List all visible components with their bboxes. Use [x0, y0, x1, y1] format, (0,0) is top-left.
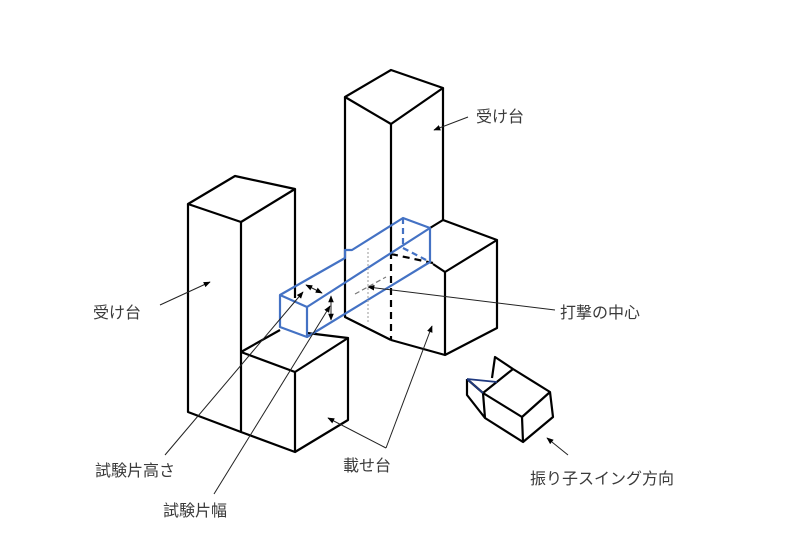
- leader-specimen-height: [164, 291, 304, 456]
- specimen: [278, 216, 432, 339]
- pendulum-hammer: [465, 355, 555, 444]
- label-support-right: 受け台: [476, 107, 524, 126]
- leader-specimen-width: [213, 305, 331, 495]
- right-support-pillar: [343, 68, 445, 341]
- label-specimen-width: 試験片幅: [163, 501, 227, 520]
- leader-mount-left: [327, 417, 387, 449]
- leader-support-left: [159, 281, 211, 306]
- label-mount: 載せ台: [343, 456, 391, 475]
- label-pendulum-direction: 振り子スイング方向: [530, 469, 674, 488]
- pendulum-direction-arrow: [546, 437, 569, 456]
- left-support-pillar: [186, 174, 297, 434]
- label-support-left: 受け台: [93, 303, 141, 322]
- right-mount-block: [390, 218, 499, 357]
- left-mount-block: [239, 329, 350, 454]
- leader-support-right: [433, 116, 469, 131]
- width-dimension-arrow: [305, 284, 323, 294]
- label-specimen-height: 試験片高さ: [95, 461, 175, 480]
- leader-strike-center: [367, 284, 556, 311]
- label-strike-center: 打撃の中心: [560, 303, 640, 322]
- leader-mount-right: [385, 325, 433, 449]
